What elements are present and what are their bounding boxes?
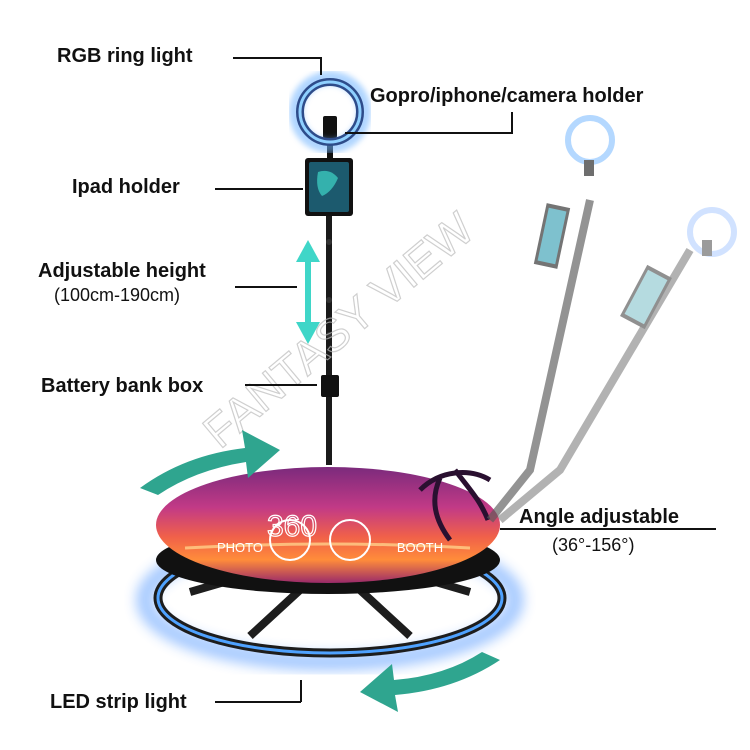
callout-line [300, 680, 302, 702]
callout-line [215, 188, 303, 190]
callout-line [215, 701, 301, 703]
ring-light [289, 71, 371, 153]
callout-line [235, 286, 297, 288]
watermark-text: FANTASY VIEW [193, 202, 484, 458]
label-ipad-holder: Ipad holder [72, 176, 180, 198]
logo-left-text: PHOTO [217, 540, 263, 555]
label-angle-range: (36°-156°) [552, 535, 635, 555]
label-angle-adjustable: Angle adjustable [519, 506, 680, 528]
callout-line [233, 57, 321, 59]
logo-right-text: BOOTH [397, 540, 443, 555]
rotate-arrow-icon [360, 652, 500, 712]
callout-line [245, 384, 317, 386]
label-adjustable-height: Adjustable height [38, 260, 206, 282]
height-arrow-icon [296, 240, 320, 344]
main-pole [321, 215, 339, 465]
label-led-strip: LED strip light [50, 691, 187, 713]
callout-line [345, 132, 513, 134]
angled-arm-ghost [486, 115, 737, 524]
logo-number: 360 [267, 510, 317, 543]
callout-line [500, 528, 716, 530]
label-camera-holder: Gopro/iphone/camera holder [370, 85, 644, 107]
rotate-arrow-icon [140, 430, 280, 495]
label-height-range: (100cm-190cm) [54, 285, 181, 305]
label-rgb-ring-light: RGB ring light [57, 45, 193, 67]
label-battery-box: Battery bank box [41, 375, 204, 397]
callout-line [320, 57, 322, 75]
ipad-holder [305, 158, 353, 216]
callout-line [511, 112, 513, 134]
rotating-platform [156, 467, 500, 594]
